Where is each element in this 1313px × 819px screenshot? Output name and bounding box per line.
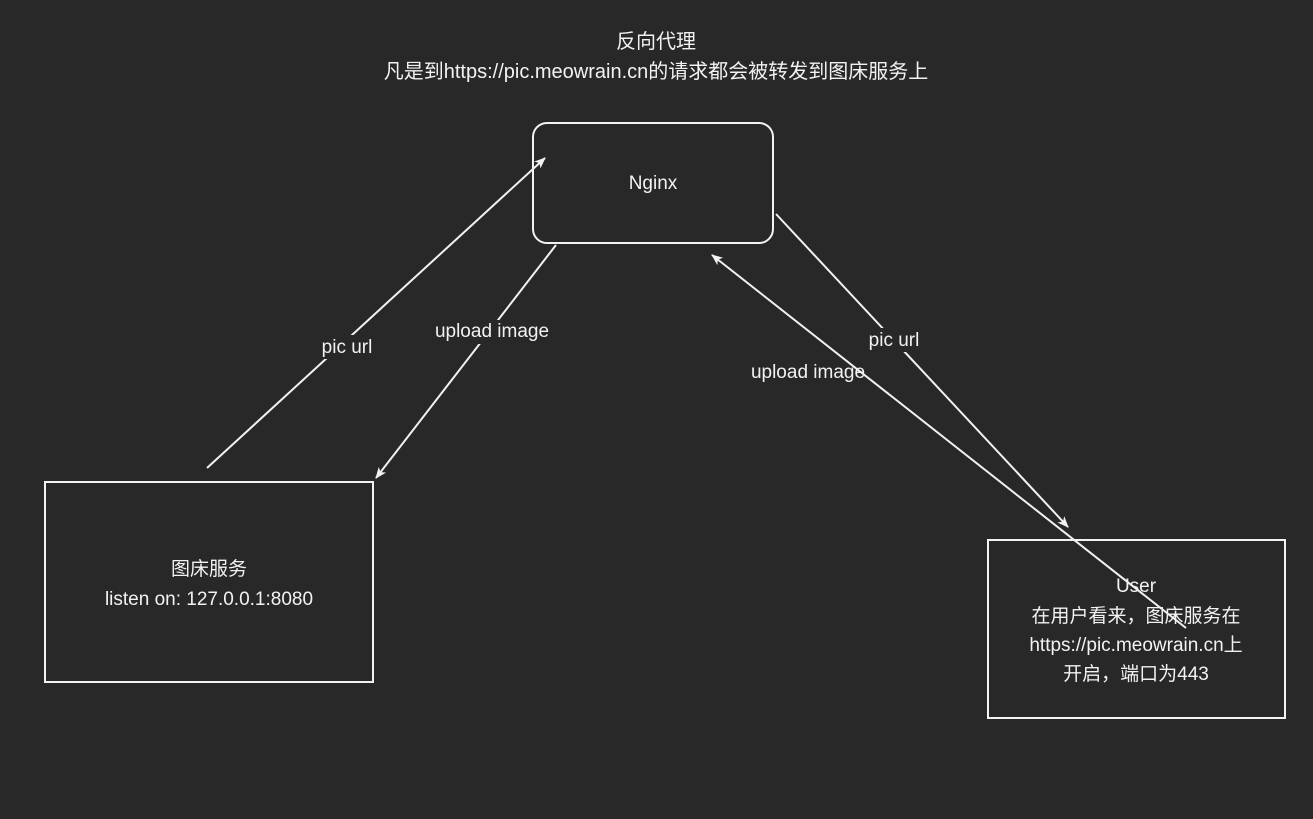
edge-label-text: pic url (869, 330, 920, 351)
node-user-line-4: 开启，端口为443 (1063, 663, 1209, 685)
edge-line-upload-image-right (711, 254, 1187, 629)
node-nginx[interactable]: Nginx (532, 122, 774, 244)
node-nginx-box[interactable] (532, 122, 774, 244)
edge-line-upload-image-left (375, 244, 557, 479)
edge-label-mask (425, 320, 561, 344)
edge-label-mask (858, 328, 932, 352)
node-nginx-label: Nginx (629, 173, 678, 194)
edge-label-text: upload image (751, 362, 865, 383)
node-user-line-3: https://pic.meowrain.cn上 (1029, 634, 1242, 656)
edge-line-pic-url-left (206, 157, 546, 469)
node-image-service-listen: listen on: 127.0.0.1:8080 (105, 589, 313, 610)
edge-label-mask (310, 335, 384, 359)
edge-label-text: pic url (322, 337, 373, 358)
edge-label-pic-url-left: pic url (310, 335, 384, 359)
node-image-service-title: 图床服务 (171, 558, 247, 580)
edge-line-pic-url-right (775, 213, 1069, 528)
node-user-box[interactable] (987, 539, 1286, 719)
node-user[interactable]: User 在用户看来，图床服务在 https://pic.meowrain.cn… (987, 539, 1286, 719)
edge-label-text: upload image (435, 321, 549, 342)
node-user-title: User (1116, 576, 1157, 597)
edge-label-upload-image-right: upload image (751, 362, 865, 383)
diagram-title-line-1: 反向代理 (616, 30, 696, 53)
node-image-service[interactable]: 图床服务 listen on: 127.0.0.1:8080 (44, 481, 374, 683)
edge-label-upload-image-left: upload image (425, 320, 561, 344)
edge-service-to-nginx (206, 157, 546, 469)
edge-user-to-nginx (711, 254, 1187, 629)
node-user-line-2: 在用户看来，图床服务在 (1031, 605, 1240, 627)
node-image-service-box[interactable] (44, 481, 374, 683)
edge-nginx-to-user (775, 213, 1069, 528)
diagram-title-line-2: 凡是到https://pic.meowrain.cn的请求都会被转发到图床服务上 (384, 60, 929, 83)
edge-label-pic-url-right: pic url (858, 328, 932, 352)
edge-nginx-to-service (375, 244, 557, 479)
